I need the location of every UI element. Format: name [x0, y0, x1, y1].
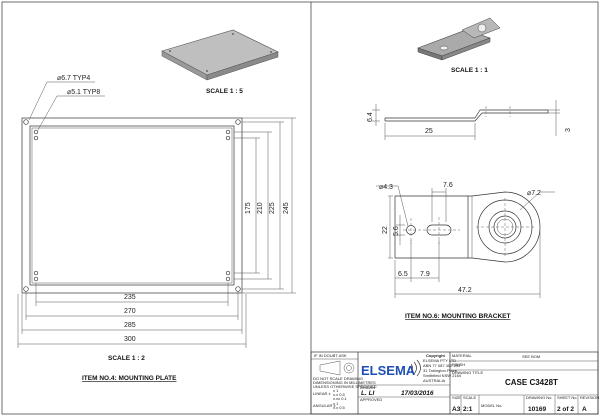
dim-285: 285 [124, 322, 136, 329]
hole-small-callout: ⌀5.1 TYP8 [67, 89, 100, 96]
dim-235: 235 [124, 294, 136, 301]
revision-label: REVISION [580, 395, 599, 400]
dim-225: 225 [269, 202, 276, 214]
bracket-isometric-view [417, 17, 501, 61]
bracket-iso-scale: SCALE 1 : 1 [451, 67, 488, 74]
material-value: SEE BOM [522, 354, 540, 359]
company-abn: ABN 77 087 452 693 [423, 363, 461, 368]
title-block [310, 351, 599, 415]
projection-symbol-icon [319, 360, 355, 376]
sheet-label: SHEET No. [557, 395, 578, 400]
dim-175: 175 [245, 202, 252, 214]
size-label: SIZE [452, 395, 461, 400]
sheet-no: 2 of 2 [557, 406, 574, 413]
plate-isometric-view [161, 29, 279, 81]
bracket-side-view [384, 106, 549, 122]
dimensioning-note: DIMENSIONING IN MILLIMETRES [313, 380, 376, 385]
company-address-3: AUSTRALIA [423, 378, 446, 383]
dim-210: 210 [257, 202, 264, 214]
plate-horizontal-dimensions [17, 283, 247, 348]
angular-tol-xx: x.x 0.5 [333, 405, 346, 410]
dim-270: 270 [124, 308, 136, 315]
revision: A [582, 406, 587, 413]
drawn-by: L. LI [361, 390, 375, 397]
model-label: MODEL No. [481, 403, 502, 408]
do-not-scale-note: DO NOT SCALE DRAWING [313, 376, 363, 381]
dim-245: 245 [283, 202, 290, 214]
dim-7-9: 7.9 [420, 271, 430, 278]
plate-scale: SCALE 1 : 2 [108, 355, 145, 362]
hole-large-callout: ⌀6.7 TYP4 [57, 75, 90, 82]
bracket-top-dimensions [376, 185, 555, 298]
plate-front-view [21, 117, 243, 294]
dim-5-6: 5.6 [393, 226, 400, 236]
angular-tol-x: x 1 [333, 401, 339, 406]
drawing-title: CASE C3428T [505, 378, 558, 387]
bracket-side-dimensions [372, 100, 560, 140]
dim-d4-3: ⌀4.3 [379, 184, 393, 191]
company-name: ELSEMA PTY LTD [423, 358, 456, 363]
linear-tol-label: LINEAR ± [313, 391, 332, 396]
dim-3: 3 [565, 128, 572, 132]
drawing-no-label: DRAWING No. [526, 395, 553, 400]
dim-47-2: 47.2 [458, 287, 472, 294]
scale-value: 2:1 [463, 406, 473, 413]
drawing-date: 17/03/2016 [401, 390, 434, 397]
size-value: A3 [452, 406, 461, 413]
tolerances-note: UNLESS OTHERWISE SPECIFIED [313, 384, 377, 389]
plate-item-title: ITEM NO.4: MOUNTING PLATE [82, 375, 177, 382]
linear-tol-xx: x.x 0.5 [333, 392, 346, 397]
dim-22: 22 [382, 226, 389, 234]
plate-iso-scale: SCALE 1 : 5 [206, 88, 243, 95]
linear-tol-x: x 1 [333, 388, 339, 393]
dim-300: 300 [124, 336, 136, 343]
dim-7-6: 7.6 [443, 182, 453, 189]
angular-tol-label: ANGULAR ± [313, 403, 336, 408]
scale-label: SCALE [463, 395, 476, 400]
company-address-2: Smithfield NSW 2164 [423, 373, 462, 378]
bracket-top-view [394, 191, 541, 263]
plate-vertical-dimensions [234, 117, 296, 294]
dim-6-4: 6.4 [367, 112, 374, 122]
finish-label: FINISH [452, 362, 465, 367]
bracket-item-title: ITEM NO.6: MOUNTING BRACKET [405, 313, 510, 320]
approved-label: APPROVED [360, 397, 382, 402]
dim-d7-2: ⌀7.2 [527, 190, 541, 197]
elsema-logo-icon [410, 359, 421, 377]
drawing-no: 10169 [528, 406, 546, 413]
dim-25: 25 [425, 128, 433, 135]
dim-6-5: 6.5 [398, 271, 408, 278]
linear-tol-xxx: x.xx 0.1 [333, 396, 348, 401]
drawn-label: DRAWN [360, 385, 375, 390]
hole-callout-leaders [28, 81, 105, 131]
drawing-title-label: DRAWING TITLE [452, 370, 483, 375]
copyright-label: Copyright [426, 353, 446, 358]
brand-logo: ELSEMA [361, 363, 416, 378]
if-in-doubt-label: IF IN DOUBT ASK [314, 353, 347, 358]
company-address-1: 31 Tarlington Place, [423, 368, 458, 373]
material-label: MATERIAL [452, 353, 472, 358]
